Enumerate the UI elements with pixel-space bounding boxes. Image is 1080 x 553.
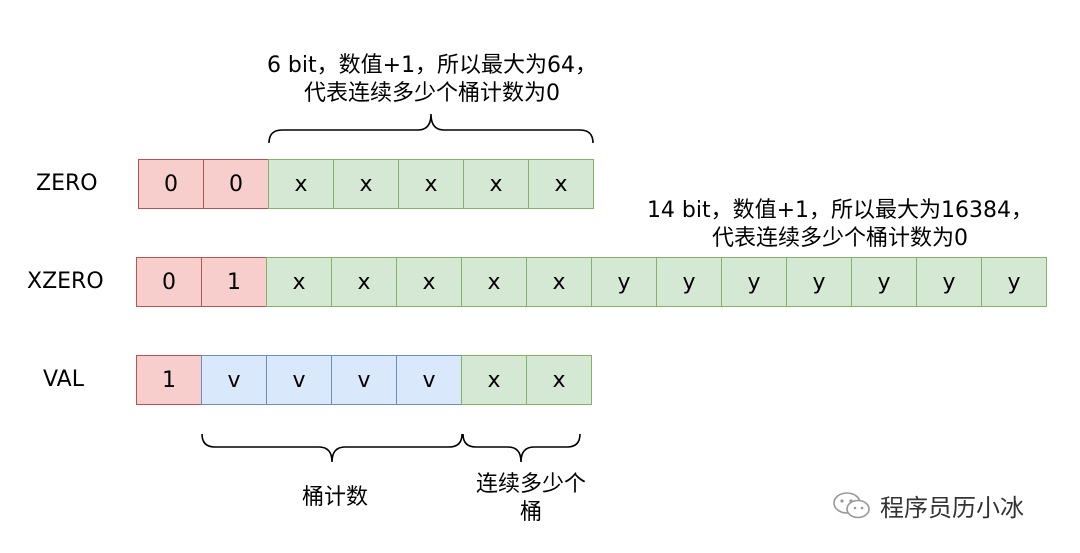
zero-cell: 0 — [203, 159, 269, 209]
val-cell: x — [526, 355, 592, 405]
val-counter-brace — [201, 433, 463, 463]
zero-cell: x — [333, 159, 399, 209]
zero-cell: x — [528, 159, 594, 209]
xzero-cell: 1 — [201, 257, 267, 307]
zero-row: 0 0 x x x x x — [138, 159, 594, 209]
xzero-cell: y — [591, 257, 657, 307]
val-row-label: VAL — [43, 367, 84, 392]
xzero-cell: x — [331, 257, 397, 307]
zero-cell: x — [268, 159, 334, 209]
val-cell: v — [201, 355, 267, 405]
xzero-annotation: 14 bit，数值+1，所以最大为16384， 代表连续多少个桶计数为0 — [630, 197, 1050, 253]
val-cell: v — [331, 355, 397, 405]
zero-cell: 0 — [138, 159, 204, 209]
val-cell: x — [461, 355, 527, 405]
wechat-icon — [833, 491, 870, 518]
zero-annotation-line2: 代表连续多少个桶计数为0 — [304, 81, 560, 106]
val-counter-label: 桶计数 — [301, 485, 368, 510]
xzero-cell: y — [721, 257, 787, 307]
xzero-cell: x — [396, 257, 462, 307]
xzero-cell: y — [656, 257, 722, 307]
xzero-cell: x — [526, 257, 592, 307]
val-row: 1 v v v v x x — [136, 355, 592, 405]
xzero-cell: y — [916, 257, 982, 307]
zero-cell: x — [398, 159, 464, 209]
xzero-row-label: XZERO — [27, 269, 104, 294]
xzero-cell: x — [461, 257, 527, 307]
xzero-annotation-line2: 代表连续多少个桶计数为0 — [712, 226, 968, 251]
watermark-text: 程序员历小冰 — [880, 494, 1024, 522]
zero-annotation: 6 bit，数值+1，所以最大为64， 代表连续多少个桶计数为0 — [262, 52, 602, 108]
xzero-cell: y — [786, 257, 852, 307]
xzero-row: 0 1 x x x x x y y y y y y y — [136, 257, 1047, 307]
val-cell: v — [266, 355, 332, 405]
xzero-cell: y — [981, 257, 1047, 307]
xzero-cell: 0 — [136, 257, 202, 307]
zero-top-brace — [268, 113, 594, 144]
val-run-brace — [462, 433, 581, 463]
zero-cell: x — [463, 159, 529, 209]
watermark: 程序员历小冰 — [832, 488, 1024, 523]
zero-row-label: ZERO — [36, 171, 98, 196]
val-cell: v — [396, 355, 462, 405]
val-cell: 1 — [136, 355, 202, 405]
val-run-label-line1: 连续多少个 — [475, 472, 586, 497]
xzero-cell: y — [851, 257, 917, 307]
xzero-annotation-line1: 14 bit，数值+1，所以最大为16384， — [646, 198, 1034, 223]
val-run-label-line2: 桶 — [519, 500, 542, 525]
val-run-label: 连续多少个 桶 — [456, 471, 606, 527]
xzero-cell: x — [266, 257, 332, 307]
zero-annotation-line1: 6 bit，数值+1，所以最大为64， — [266, 53, 598, 78]
